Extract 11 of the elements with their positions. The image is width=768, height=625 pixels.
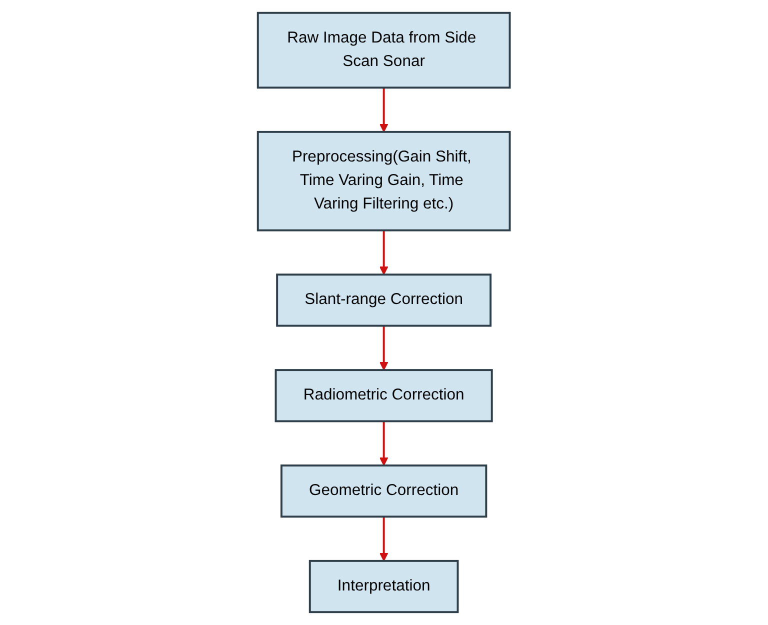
arrow [380, 88, 388, 132]
node-box: Preprocessing(Gain Shift, Time Varing Gain, Time Varing Filtering etc.) [257, 130, 511, 232]
node-box: Geometric Correction [280, 464, 488, 518]
node-box: Interpretation [309, 560, 459, 614]
arrow [380, 421, 388, 466]
node-box: Slant-range Correction [276, 274, 492, 327]
node-box: Raw Image Data from Side Scan Sonar [257, 12, 511, 89]
node-box: Radiometric Correction [274, 369, 494, 422]
arrow [380, 230, 388, 275]
arrow [380, 326, 388, 370]
arrow [380, 516, 388, 562]
